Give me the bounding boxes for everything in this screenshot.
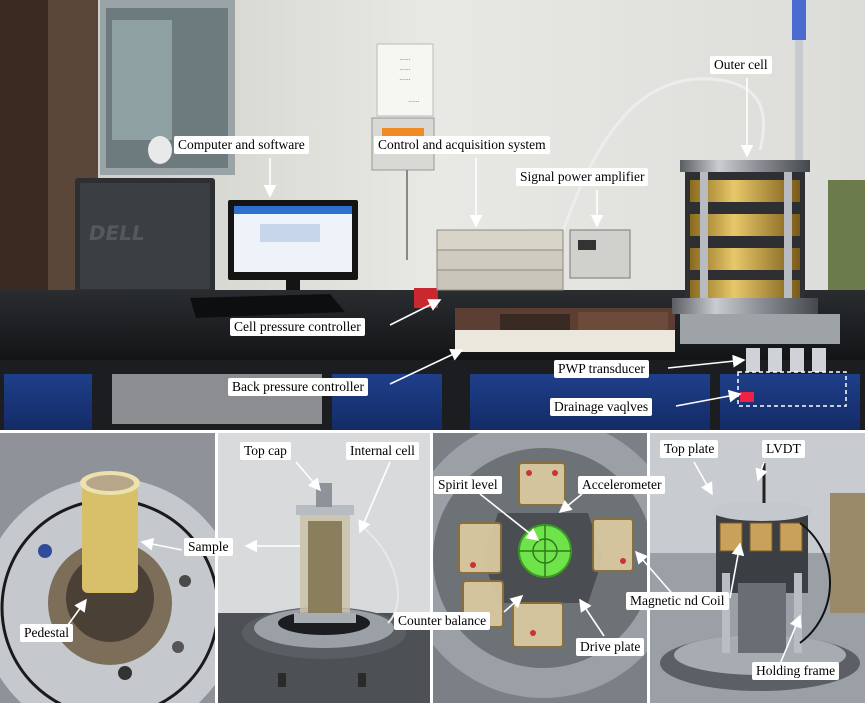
label-cell-pressure: Cell pressure controller bbox=[230, 318, 365, 336]
label-pedestal: Pedestal bbox=[20, 624, 73, 642]
label-computer: Computer and software bbox=[174, 136, 309, 154]
lab-sign-footer: ······ bbox=[408, 99, 420, 106]
label-sample: Sample bbox=[184, 538, 233, 556]
pedestal-photo bbox=[0, 433, 215, 703]
label-holding-frame: Holding frame bbox=[752, 662, 840, 680]
label-outer-cell: Outer cell bbox=[710, 56, 772, 74]
label-top-cap: Top cap bbox=[240, 442, 291, 460]
label-internal-cell: Internal cell bbox=[346, 442, 419, 460]
label-drainage: Drainage vaqlves bbox=[550, 398, 653, 416]
lab-sign-line-1: ······ bbox=[399, 57, 411, 64]
label-control: Control and acquisition system bbox=[374, 136, 550, 154]
top-view-photo bbox=[433, 433, 647, 703]
label-spirit-level: Spirit level bbox=[434, 476, 502, 494]
label-magnetic-coil: Magnetic nd Coil bbox=[626, 592, 729, 610]
label-drive-plate: Drive plate bbox=[576, 638, 645, 656]
label-counter-balance: Counter balance bbox=[394, 612, 491, 630]
label-accelerometer: Accelerometer bbox=[578, 476, 666, 494]
lab-sign-line-2: ······ bbox=[399, 67, 411, 74]
monitor-brand: DELL bbox=[87, 221, 147, 245]
label-lvdt: LVDT bbox=[762, 440, 805, 458]
label-back-pressure: Back pressure controller bbox=[228, 378, 368, 396]
internal-cell-photo bbox=[218, 433, 430, 703]
lab-sign-line-3: ······ bbox=[399, 77, 411, 84]
label-signal: Signal power amplifier bbox=[516, 168, 649, 186]
label-top-plate: Top plate bbox=[660, 440, 719, 458]
label-pwp: PWP transducer bbox=[554, 360, 649, 378]
